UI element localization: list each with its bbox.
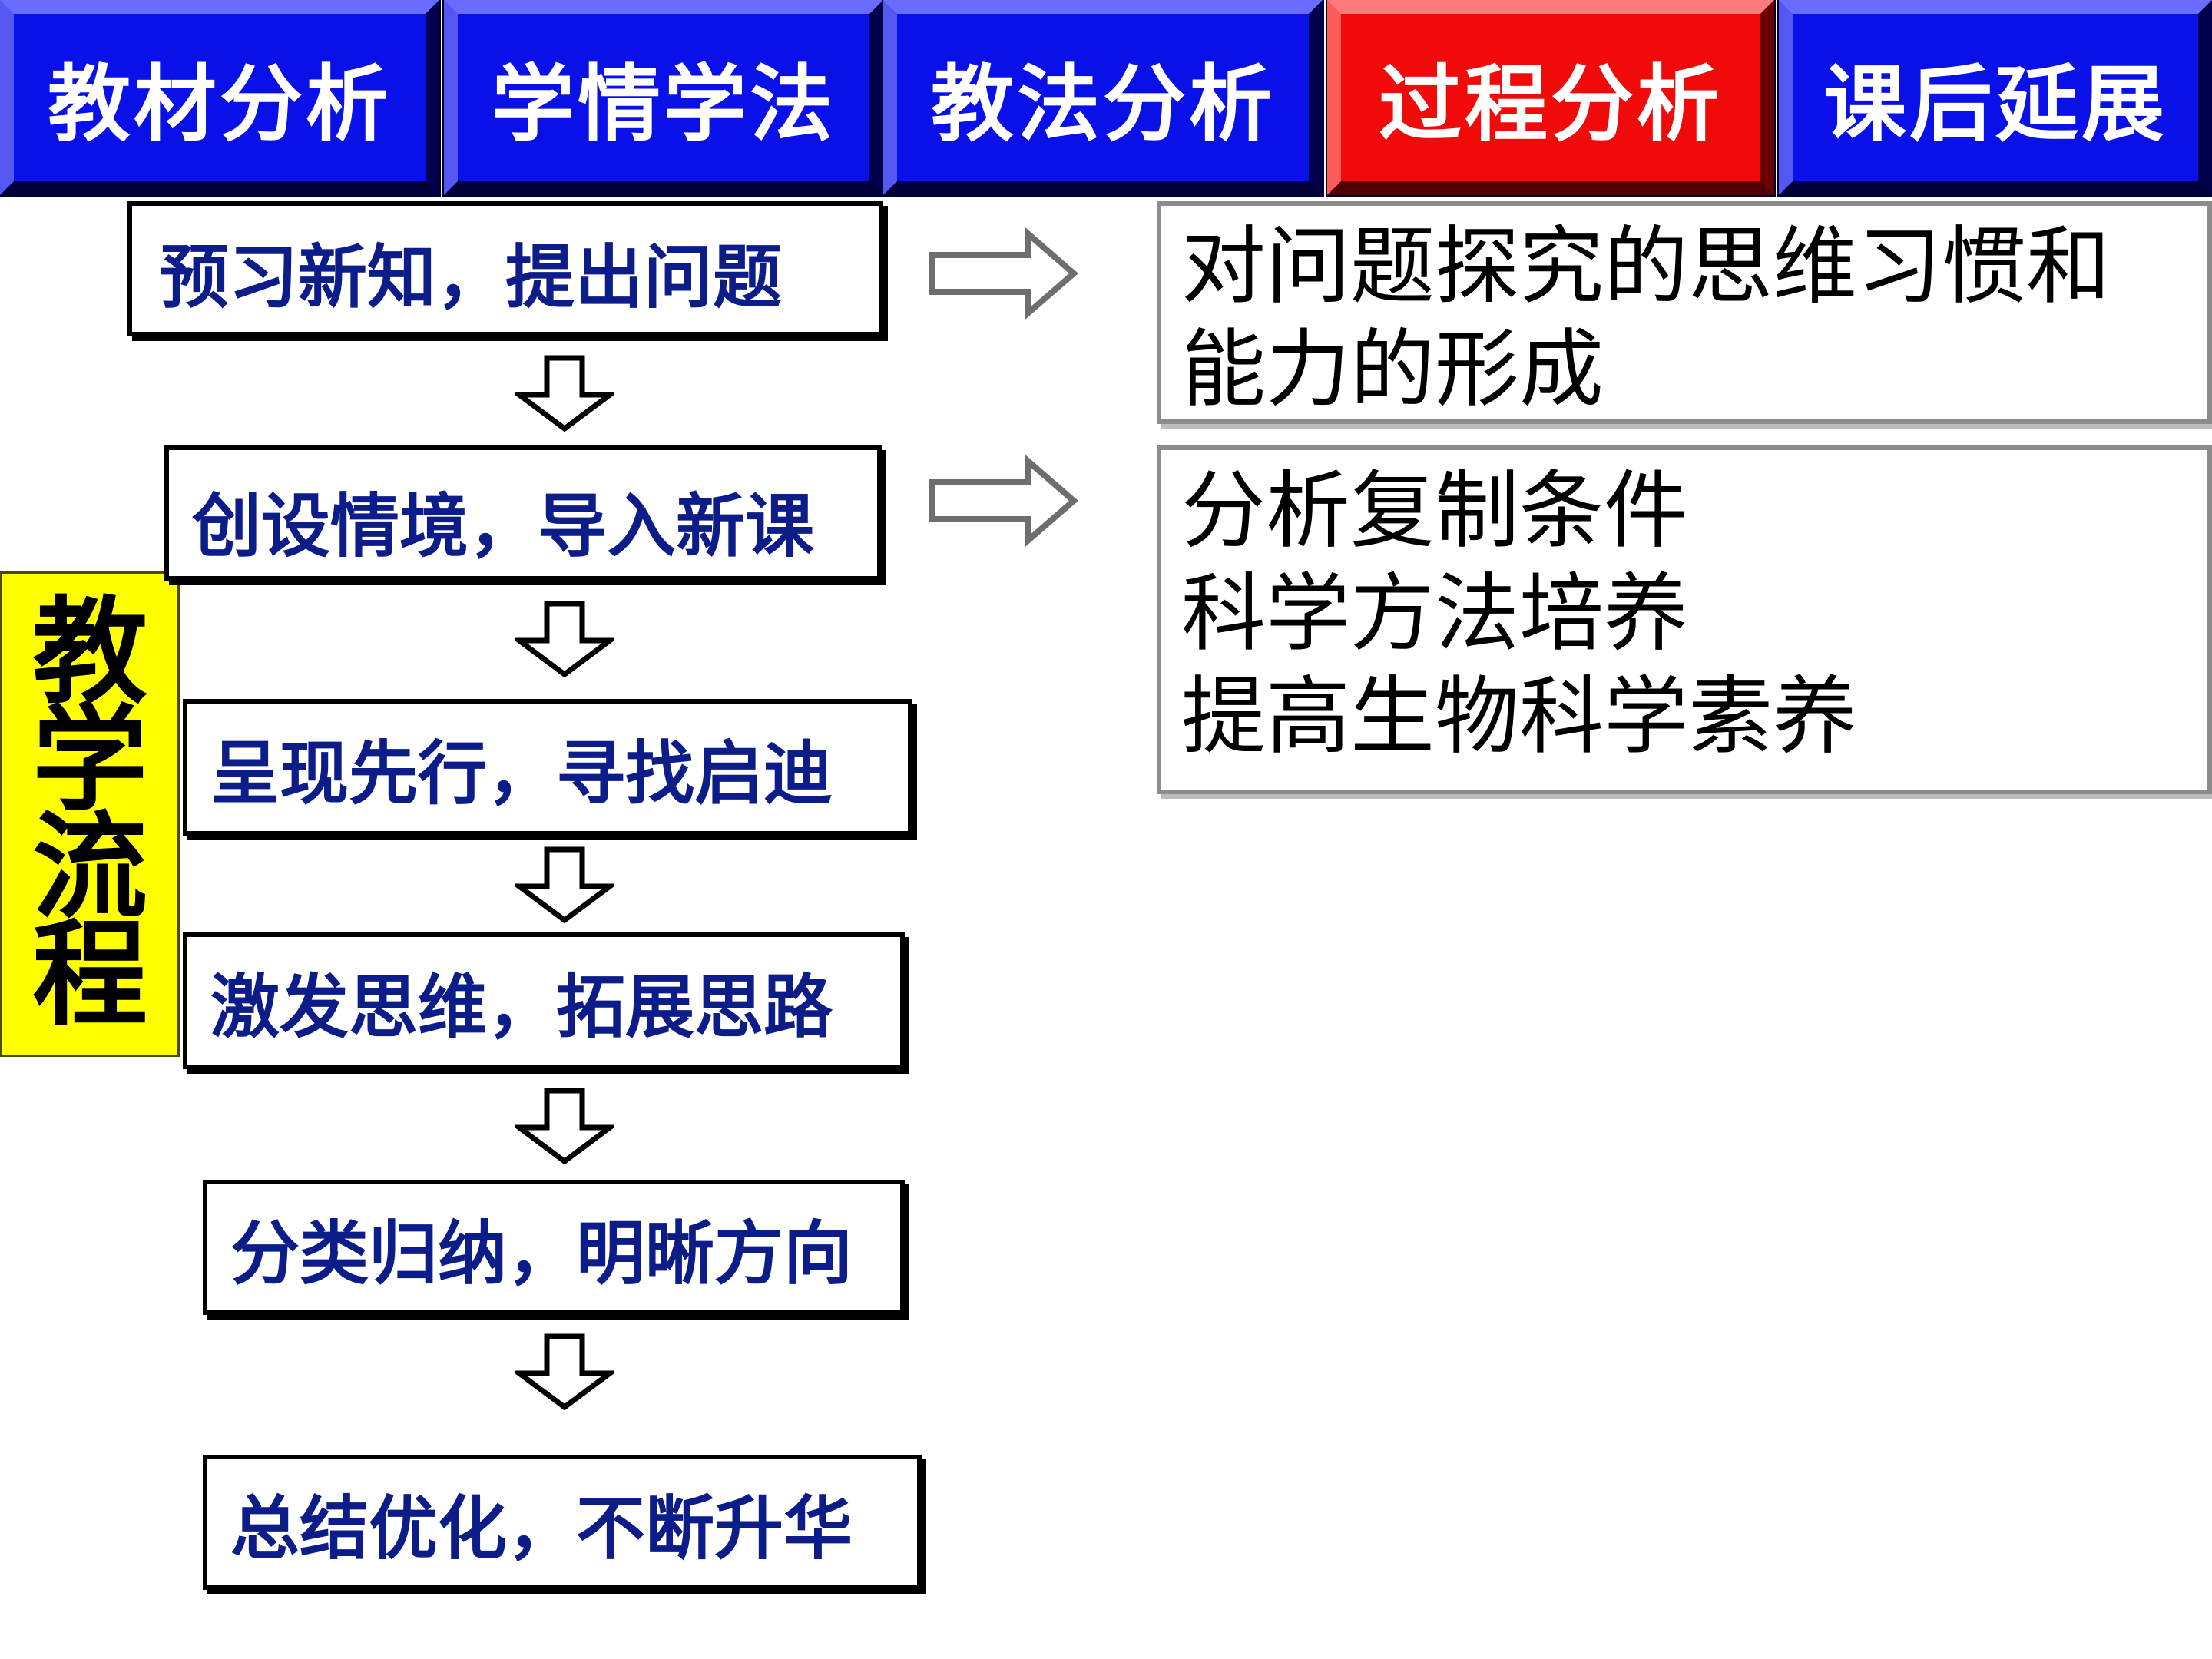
side-label-char: 教 — [31, 586, 147, 720]
tab-textbook-analysis[interactable]: 教材分析 — [0, 0, 441, 197]
flow-step-summarize: 总结优化，不断升华 — [203, 1455, 922, 1590]
down-arrow-icon — [515, 601, 614, 677]
down-arrow-icon — [515, 1088, 614, 1164]
step-label: 预习新知，提出问题 — [160, 237, 782, 318]
tab-label: 学情学法 — [491, 57, 836, 153]
step-label: 激发思维，拓展思路 — [210, 967, 833, 1048]
outcome-line: 能力的形成 — [1181, 320, 1604, 419]
side-label-char: 程 — [31, 909, 147, 1042]
tab-process-analysis[interactable]: 过程分析 — [1326, 0, 1776, 197]
tab-learning-analysis[interactable]: 学情学法 — [442, 0, 885, 197]
side-label-char: 流 — [31, 801, 147, 935]
outcome-line: 分析复制条件 — [1181, 462, 1688, 560]
tab-label: 过程分析 — [1378, 57, 1723, 153]
outcome-line: 科学方法培养 — [1181, 565, 1688, 663]
side-label-char: 学 — [31, 694, 147, 827]
tab-after-class-extension[interactable]: 课后延展 — [1777, 0, 2212, 197]
tab-teaching-method-analysis[interactable]: 教法分析 — [882, 0, 1324, 197]
outcome-box-thinking: 对问题探究的思维习惯和 能力的形成 — [1157, 201, 2212, 424]
flow-step-classify: 分类归纳，明晰方向 — [203, 1180, 905, 1315]
down-arrow-icon — [515, 1333, 614, 1410]
flow-step-inspire: 激发思维，拓展思路 — [183, 932, 905, 1069]
outcome-line: 提高生物科学素养 — [1181, 667, 1857, 766]
step-label: 创设情境，导入新课 — [192, 486, 814, 567]
step-label: 分类归纳，明晰方向 — [230, 1214, 853, 1294]
down-arrow-icon — [515, 355, 614, 432]
tab-label: 教材分析 — [47, 57, 392, 153]
step-label: 总结优化，不断升华 — [230, 1488, 853, 1569]
flow-step-present: 呈现先行，寻找启迪 — [183, 699, 912, 836]
tab-label: 课后延展 — [1823, 57, 2167, 153]
step-label: 呈现先行，寻找启迪 — [210, 733, 833, 814]
right-arrow-icon — [929, 227, 1079, 320]
tab-label: 教法分析 — [930, 57, 1275, 153]
down-arrow-icon — [515, 846, 614, 923]
outcome-box-skills: 分析复制条件 科学方法培养 提高生物科学素养 — [1157, 445, 2212, 794]
flow-step-preview: 预习新知，提出问题 — [127, 201, 883, 336]
flow-step-scenario: 创设情境，导入新课 — [164, 445, 882, 581]
teaching-process-label: 教 学 流 程 — [0, 571, 180, 1057]
outcome-line: 对问题探究的思维习惯和 — [1181, 217, 2111, 316]
right-arrow-icon — [929, 455, 1079, 547]
